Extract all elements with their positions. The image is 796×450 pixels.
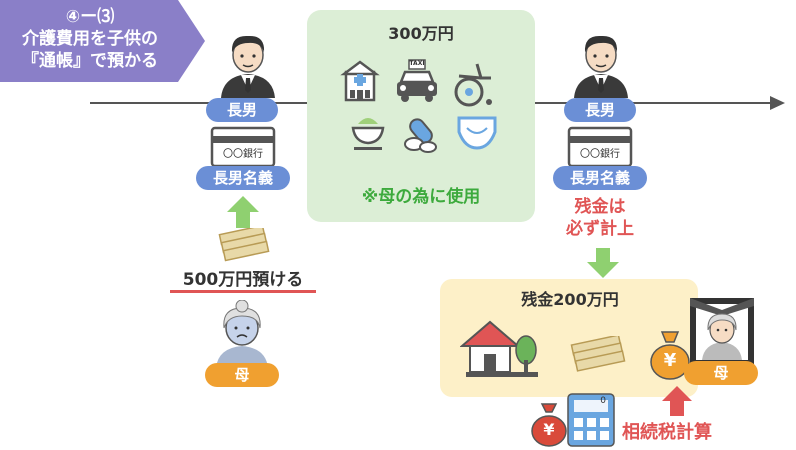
account-label-right: 長男名義 [553,166,647,190]
header-line1: ④ー⑶ [65,7,115,27]
usage-amount: 300万円 [388,24,454,43]
son-label-right: 長男 [564,98,636,122]
wheelchair-icon [454,63,492,107]
header-text: ④ー⑶ 介護費用を子供の 『通帳』で預かる [0,6,180,72]
bankbook-icon-right [567,126,633,168]
taxi-label: TAXI [409,60,425,67]
yen-bag-icon [531,403,567,447]
balance-note-line2: 必ず計上 [566,219,634,239]
money-bag-yen: ¥ [663,350,677,371]
son-avatar-right [574,35,628,98]
calculator-icon [567,393,615,447]
bankbook-icon-left [210,126,276,168]
calculator-display: 0 [600,396,606,406]
inheritance-tax-text: 相続税計算 [622,422,712,443]
diaper-icon [457,116,497,150]
up-arrow-right [662,386,692,416]
mother-avatar-left [216,300,268,368]
usage-note: ※母の為に使用 [361,187,481,207]
header-line3: 『通帳』で預かる [22,51,158,71]
memorial-portrait-icon [690,298,754,366]
yen-bag-symbol: ¥ [543,420,555,439]
header-line2: 介護費用を子供の [22,29,158,49]
account-label-left: 長男名義 [196,166,290,190]
balance-note: 残金は 必ず計上 [550,196,650,240]
down-arrow-right [587,248,619,278]
son-label-left: 長男 [206,98,278,122]
bank-name-left: 〇〇銀行 [223,149,263,160]
money-stack-icon-left [218,228,270,262]
up-arrow-left [227,196,259,228]
bank-name-right: 〇〇銀行 [580,149,620,160]
hospital-icon [340,60,380,102]
header-banner [0,0,205,82]
deposit-underline [170,290,316,293]
medicine-icon [404,118,437,153]
balance-title: 残金200万円 [521,290,619,309]
balance-note-line1: 残金は [574,197,626,217]
son-avatar-left [221,35,275,98]
mother-label-right: 母 [684,361,758,385]
deposit-text: 500万円預ける [182,270,304,290]
taxi-icon [397,59,437,102]
house-icon [460,320,538,377]
money-stack-icon-right [570,336,626,372]
usage-box [307,10,535,222]
mother-label-left: 母 [205,363,279,387]
meal-bowl-icon [351,118,385,150]
